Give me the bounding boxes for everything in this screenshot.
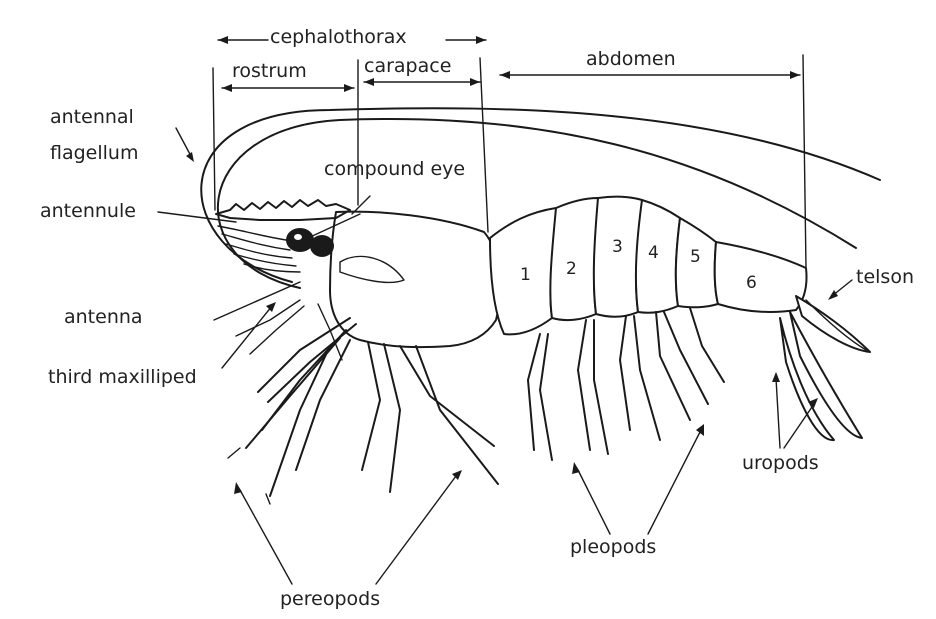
label-pereopods: pereopods bbox=[280, 590, 380, 609]
segment-number: 3 bbox=[612, 237, 623, 257]
abdomen-dimension bbox=[500, 71, 800, 79]
label-compound-eye: compound eye bbox=[324, 160, 465, 179]
label-cephalothorax: cephalothorax bbox=[270, 28, 407, 47]
abdomen-body bbox=[490, 197, 807, 335]
label-pointers bbox=[158, 128, 852, 584]
telson-uropods bbox=[780, 296, 870, 440]
label-antennule: antennule bbox=[40, 202, 136, 221]
label-pleopods: pleopods bbox=[570, 538, 656, 557]
rostrum bbox=[216, 200, 350, 220]
carapace-dimension bbox=[364, 78, 480, 86]
segment-number: 4 bbox=[648, 243, 659, 263]
carapace-outline bbox=[330, 212, 500, 347]
segment-number: 5 bbox=[690, 247, 701, 267]
segment-number: 6 bbox=[746, 273, 757, 293]
label-third-maxilliped: third maxilliped bbox=[48, 368, 197, 387]
segment-number: 2 bbox=[566, 259, 577, 279]
rostrum-dimension bbox=[222, 84, 354, 92]
label-abdomen: abdomen bbox=[586, 50, 676, 69]
label-telson: telson bbox=[856, 268, 914, 287]
label-carapace: carapace bbox=[364, 57, 451, 76]
label-antennal: antennal bbox=[50, 108, 134, 127]
label-antenna: antenna bbox=[64, 308, 143, 327]
label-uropods: uropods bbox=[742, 454, 819, 473]
pleopod-legs bbox=[528, 308, 724, 460]
segment-number: 1 bbox=[520, 265, 531, 285]
label-flagellum: flagellum bbox=[50, 144, 138, 163]
label-rostrum: rostrum bbox=[232, 62, 307, 81]
